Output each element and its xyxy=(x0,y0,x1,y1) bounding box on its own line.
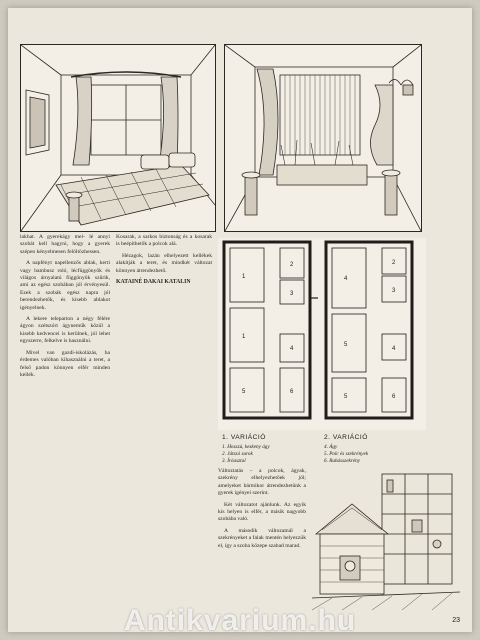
svg-text:5: 5 xyxy=(344,394,348,400)
svg-text:4: 4 xyxy=(344,276,348,282)
paragraph: Két változatot ajánlunk. Az egyik kis he… xyxy=(218,501,306,523)
bedroom-drawing xyxy=(21,45,215,231)
legend-item: 6. Ruhásszekrény xyxy=(324,458,361,464)
text-column-middle: Kosarak, a sarkos biztonság és a kosarak… xyxy=(116,234,212,290)
text-column-right: Változtatás – a polcok, ágyak, szekrény … xyxy=(218,468,306,554)
paragraph: Kosarak, a sarkos biztonság és a kosarak… xyxy=(116,234,212,248)
paragraph: Hézagok, lazán elhelyezett kellékek alak… xyxy=(116,252,212,274)
svg-text:1: 1 xyxy=(242,334,246,340)
legend-item: 4. Ágy xyxy=(324,444,338,450)
svg-text:6: 6 xyxy=(392,394,396,400)
living-room-illustration xyxy=(224,44,422,232)
plan-1-title: 1. VARIÁCIÓ xyxy=(222,434,266,441)
page-number: 23 xyxy=(452,617,460,624)
text-column-left: lakhat. A gyerekágy mel- lé annyi szobát… xyxy=(20,234,110,383)
bedroom-illustration xyxy=(20,44,216,232)
legend-item: 5. Polc és szekrények xyxy=(324,451,369,457)
svg-text:3: 3 xyxy=(392,288,396,294)
paragraph: lakhat. A gyerekágy mel- lé annyi szobát… xyxy=(20,234,110,255)
author-signature: KATAINÉ DAKAI KATALIN xyxy=(116,279,191,286)
floor-plan-2-drawing: 4 2 3 5 4 5 6 xyxy=(324,240,414,420)
magazine-page: lakhat. A gyerekágy mel- lé annyi szobát… xyxy=(8,8,472,632)
paragraph: A második változatnál a szekrényeket a f… xyxy=(218,527,306,549)
paragraph: Változtatás – a polcok, ágyak, szekrény … xyxy=(218,468,306,497)
legend-item: 2. Játszó sarok xyxy=(222,451,253,457)
plan-2-title: 2. VARIÁCIÓ xyxy=(324,434,368,441)
svg-text:5: 5 xyxy=(344,342,348,348)
plan-1-legend: 1. Hosszú, keskeny ágy 2. Játszó sarok 3… xyxy=(222,444,270,465)
watermark: Antikvarium.hu xyxy=(123,604,357,637)
svg-text:6: 6 xyxy=(290,389,294,395)
living-room-drawing xyxy=(225,45,421,231)
svg-text:1: 1 xyxy=(242,274,246,280)
paragraph: A napfényt napellenzős ablak, kerti vagy… xyxy=(20,260,110,311)
paragraph: Mivel van gazdi-iskolázás, ha érdemes va… xyxy=(20,349,110,378)
svg-text:4: 4 xyxy=(290,346,294,352)
svg-text:3: 3 xyxy=(290,291,294,297)
plan-2-legend: 4. Ágy 5. Polc és szekrények 6. Ruhássze… xyxy=(324,444,368,465)
svg-text:5: 5 xyxy=(242,389,246,395)
legend-item: 3. Íróasztal xyxy=(222,458,246,464)
playroom-drawing xyxy=(312,473,460,611)
svg-text:2: 2 xyxy=(290,262,294,268)
floor-plan-variant-2: 4 2 3 5 4 5 6 xyxy=(320,238,426,430)
floor-plan-variant-1: 1 2 3 1 4 5 6 xyxy=(218,238,324,430)
legend-item: 1. Hosszú, keskeny ágy xyxy=(222,444,270,450)
playroom-illustration xyxy=(312,464,460,614)
floor-plan-1-drawing: 1 2 3 1 4 5 6 xyxy=(222,240,318,420)
svg-text:4: 4 xyxy=(392,346,396,352)
paragraph: A lekere teleparton a négy félére ágyon … xyxy=(20,316,110,345)
svg-text:2: 2 xyxy=(392,260,396,266)
